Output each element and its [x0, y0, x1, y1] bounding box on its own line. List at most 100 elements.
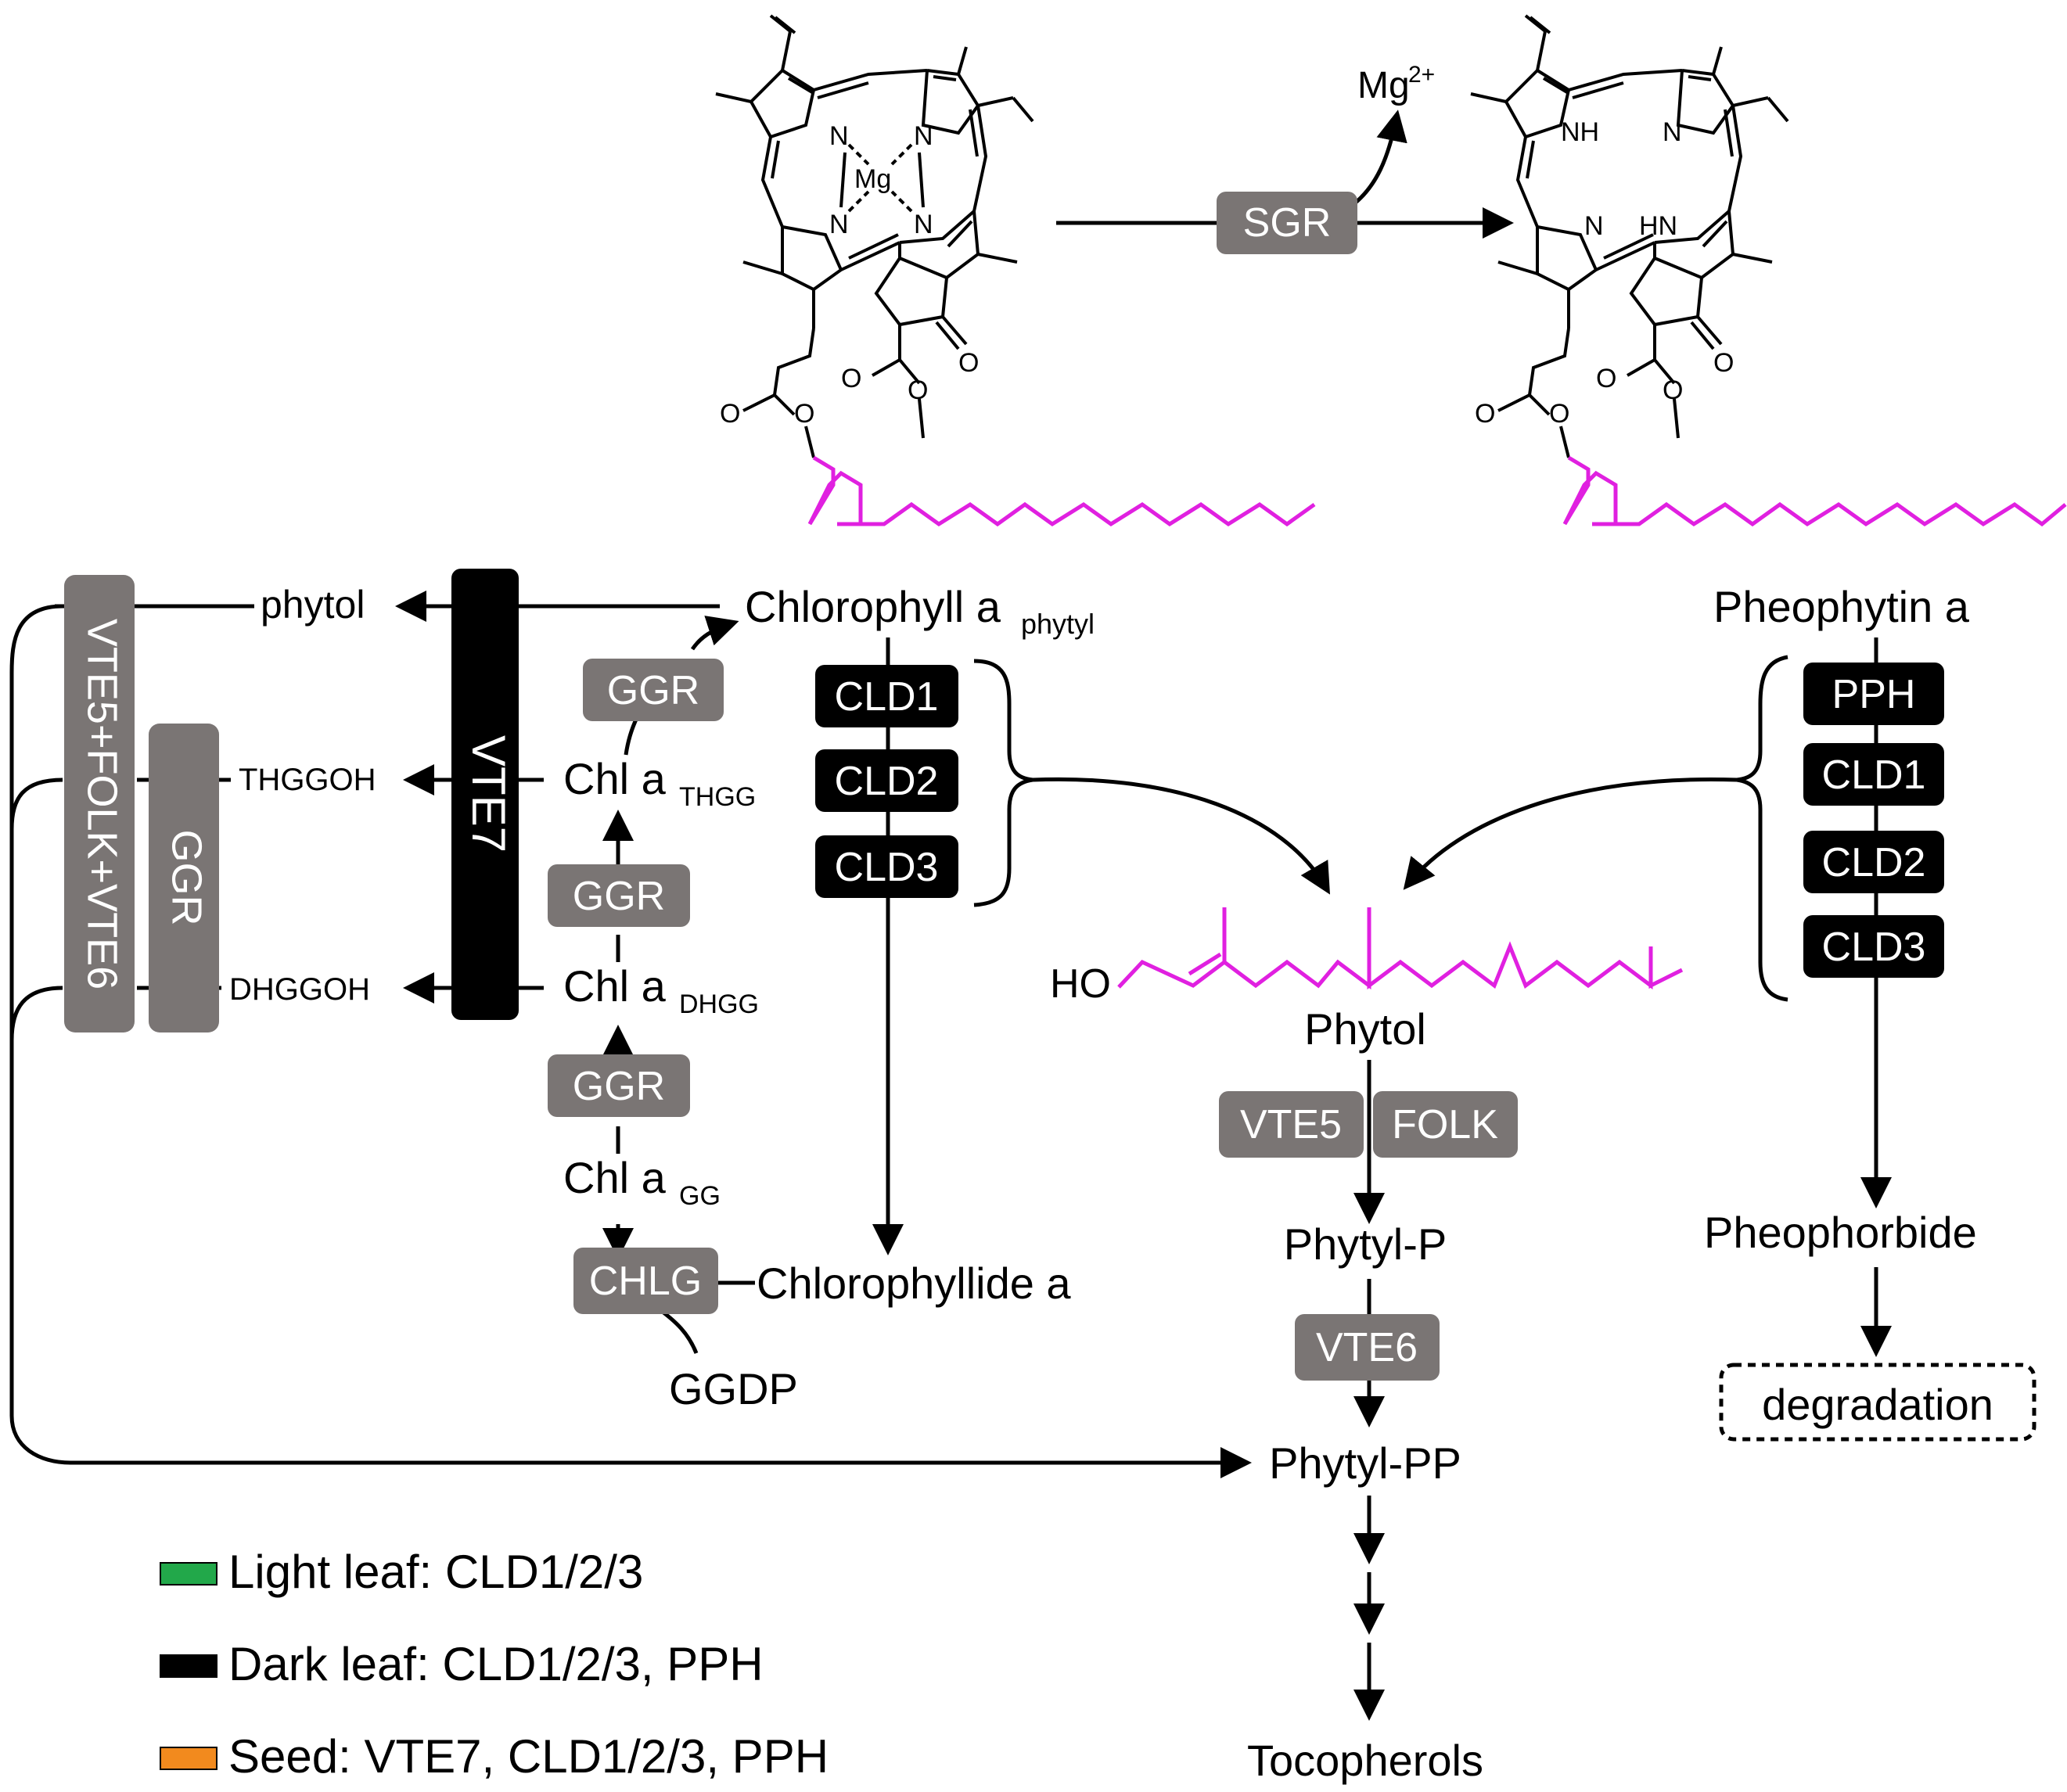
- vte5-label: VTE5: [1240, 1102, 1342, 1147]
- o-atom: O: [1549, 399, 1569, 429]
- vte5-enzyme: VTE5: [1219, 1091, 1364, 1158]
- vte6-label: VTE6: [1316, 1325, 1418, 1370]
- ggr-vertical-label: GGR: [164, 829, 210, 925]
- ggr-enzyme-2: GGR: [548, 864, 690, 927]
- hn-atom: HN: [1639, 211, 1677, 241]
- n-atom: N: [914, 210, 933, 239]
- mg-ion-charge: 2+: [1408, 62, 1435, 88]
- legend-item-dark-leaf: Dark leaf: CLD1/2/3, PPH: [160, 1638, 764, 1690]
- chl-to-phytol-arrow: [1032, 777, 1331, 895]
- o-atom: O: [908, 375, 928, 405]
- chl-a-dhgg-label: Chl a: [563, 961, 667, 1011]
- chl-a-thgg-label: Chl a: [563, 754, 667, 803]
- vte5-folk-vte6-enzyme: VTE5+FOLK+VTE6: [64, 575, 135, 1032]
- pheophytin-a-atom-labels: NH N N HN O O O O O: [1475, 117, 1734, 429]
- cld3-enzyme-left: CLD3: [815, 835, 958, 898]
- phytyl-p-label: Phytyl-P: [1284, 1219, 1447, 1269]
- cld3-label: CLD3: [835, 845, 939, 890]
- phytol-structure: [1117, 907, 1684, 989]
- dhggoh-label: DHGGOH: [229, 972, 370, 1007]
- ggdp-input-line: [656, 1305, 699, 1354]
- chlg-enzyme: CHLG: [573, 1248, 718, 1314]
- mg-release-arrow: [1348, 110, 1407, 210]
- n-atom: N: [829, 210, 849, 239]
- phytyl-tail-right: [1562, 455, 2067, 527]
- legend-label-light-leaf: Light leaf: CLD1/2/3: [228, 1546, 643, 1598]
- pheophytin-a-label: Pheophytin a: [1713, 582, 1970, 631]
- sgr-enzyme: SGR: [1217, 192, 1357, 254]
- legend-swatch-dark-leaf: [160, 1654, 217, 1678]
- vte5-folk-vte6-label: VTE5+FOLK+VTE6: [79, 619, 126, 989]
- chlorophyllide-label: Chlorophyllide a: [757, 1259, 1071, 1308]
- sgr-label: SGR: [1243, 200, 1332, 246]
- phytyl-pp-label: Phytyl-PP: [1269, 1438, 1461, 1488]
- o-atom: O: [841, 364, 861, 393]
- o-atom: O: [720, 399, 740, 429]
- o-atom: O: [1663, 375, 1683, 405]
- vte7-enzyme: VTE7: [451, 569, 519, 1020]
- phytol-free-label: phytol: [261, 583, 365, 627]
- cld1-enzyme-right: CLD1: [1803, 743, 1944, 806]
- folk-label: FOLK: [1392, 1102, 1498, 1147]
- phytol-double-bond: [1188, 952, 1222, 976]
- o-atom: O: [1475, 399, 1495, 429]
- pheophorbide-label: Pheophorbide: [1704, 1208, 1977, 1257]
- ggr-vertical-enzyme: GGR: [149, 724, 219, 1032]
- chlg-label: CHLG: [589, 1259, 702, 1304]
- vte6-enzyme: VTE6: [1295, 1314, 1440, 1381]
- cld1-enzyme-left: CLD1: [815, 665, 958, 727]
- o-atom: O: [1596, 364, 1616, 393]
- cld3-label: CLD3: [1822, 925, 1926, 970]
- salvage-to-phytyl-pp-arrow: [9, 604, 1252, 1478]
- ggr-label: GGR: [573, 1064, 665, 1109]
- degradation-box: [1719, 1363, 2036, 1442]
- degradation-label: degradation: [1762, 1380, 1993, 1429]
- chlorophyll-a-subscript: phytyl: [1021, 608, 1095, 640]
- cld2-enzyme-left: CLD2: [815, 749, 958, 812]
- vte7-label: VTE7: [462, 735, 515, 853]
- legend-swatch-seed: [160, 1747, 217, 1770]
- legend-item-light-leaf: Light leaf: CLD1/2/3: [160, 1546, 643, 1598]
- o-atom: O: [1713, 348, 1734, 378]
- thggoh-label: THGGOH: [239, 763, 376, 797]
- chlorophyll-a-label: Chlorophyll a: [745, 582, 1001, 631]
- cld2-label: CLD2: [1822, 840, 1926, 885]
- pheophytin-to-phytol-arrow: [1403, 777, 1738, 890]
- pph-enzyme: PPH: [1803, 663, 1944, 725]
- legend: Light leaf: CLD1/2/3 Dark leaf: CLD1/2/3…: [160, 1546, 829, 1783]
- mg-ion-label: Mg: [1357, 65, 1410, 106]
- chlorophyll-a-atom-labels: N N N N Mg O O O O O: [720, 121, 979, 429]
- cld2-enzyme-right: CLD2: [1803, 831, 1944, 893]
- ggr-enzyme-3: GGR: [548, 1054, 690, 1117]
- thgg-to-phytyl-arrow: [690, 616, 739, 651]
- cld-left-bracket: [973, 659, 1034, 907]
- mg-atom: Mg: [854, 164, 891, 194]
- ggr-label: GGR: [573, 874, 665, 919]
- pph-label: PPH: [1832, 672, 1916, 717]
- dhggoh-salvage-connector: [9, 986, 63, 1041]
- chl-a-gg-label: Chl a: [563, 1153, 667, 1202]
- ggdp-label: GGDP: [669, 1364, 798, 1413]
- cld3-enzyme-right: CLD3: [1803, 915, 1944, 978]
- legend-label-dark-leaf: Dark leaf: CLD1/2/3, PPH: [228, 1638, 764, 1690]
- chlorophyll-a-structure: [715, 14, 1034, 458]
- n-atom: N: [829, 121, 849, 151]
- cld1-label: CLD1: [1822, 752, 1926, 798]
- chl-a-dhgg-subscript: DHGG: [679, 989, 759, 1019]
- tocopherols-label: Tocopherols: [1247, 1736, 1483, 1785]
- thggoh-salvage-connector: [9, 777, 63, 830]
- phytol-label: Phytol: [1304, 1004, 1426, 1054]
- ggr-enzyme-1: GGR: [583, 659, 724, 721]
- cld2-label: CLD2: [835, 759, 939, 804]
- n-atom: N: [914, 121, 933, 151]
- ho-label: HO: [1050, 961, 1111, 1007]
- chl-a-gg-subscript: GG: [679, 1181, 721, 1211]
- cld-right-bracket: [1736, 655, 1788, 1002]
- legend-swatch-light-leaf: [160, 1562, 217, 1586]
- n-atom: N: [1584, 211, 1604, 241]
- o-atom: O: [794, 399, 814, 429]
- phytyl-tail-left: [807, 455, 1316, 527]
- folk-enzyme: FOLK: [1373, 1091, 1518, 1158]
- n-atom: N: [1663, 117, 1682, 147]
